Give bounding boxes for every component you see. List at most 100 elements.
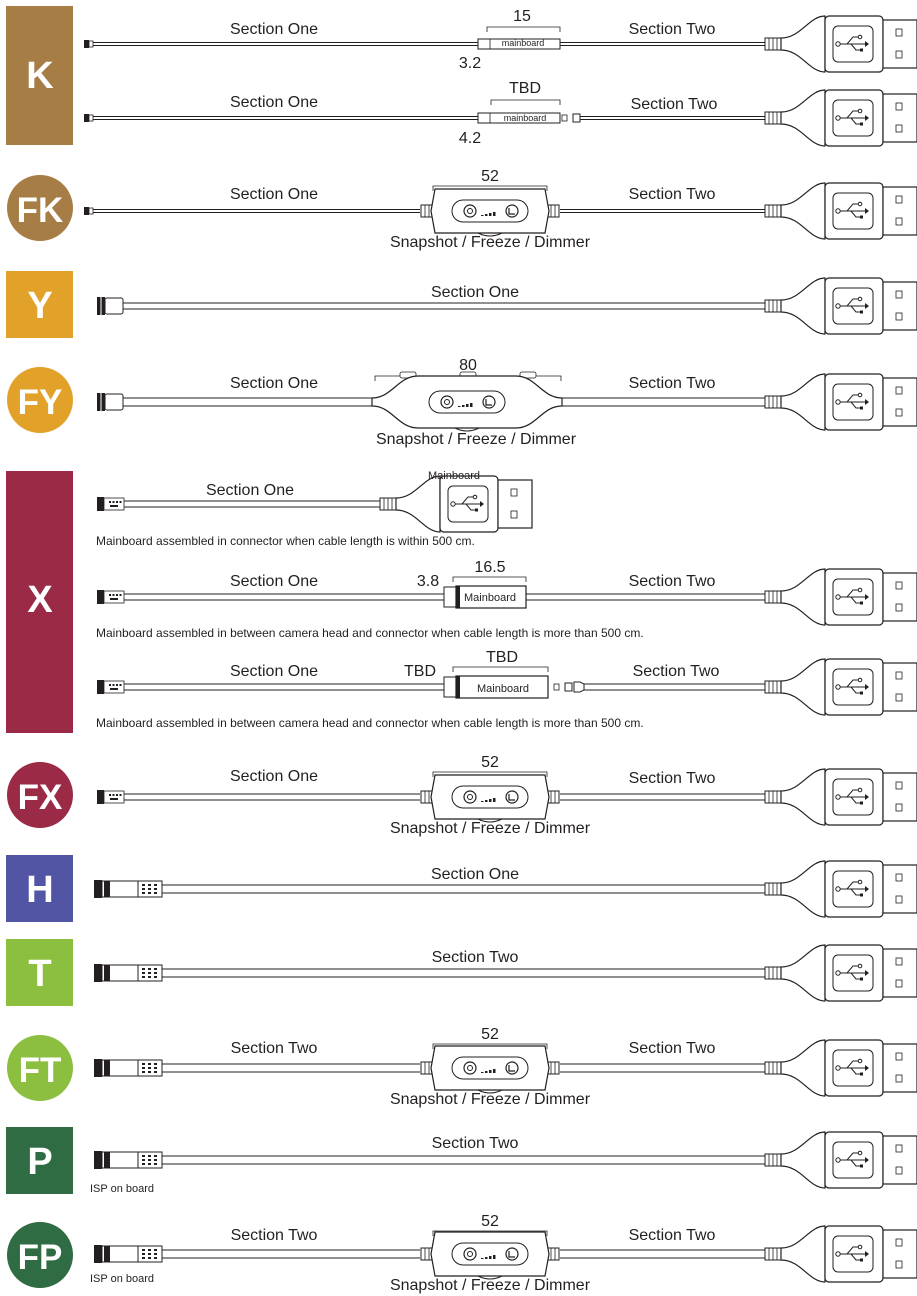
usb-icon-square [860, 1164, 863, 1168]
badge-fy: FY [7, 367, 73, 433]
freeze-button-icon [505, 1061, 519, 1075]
usb-icon-branch [846, 1060, 859, 1069]
fk-dimension-bracket [432, 185, 548, 191]
dimmer-level-icon [485, 1257, 488, 1259]
badge-t-label: T [28, 953, 51, 995]
camera-head-chip [148, 1163, 151, 1165]
fp-dimension-bracket [432, 1230, 548, 1236]
freeze-button-icon-mark [508, 794, 515, 801]
strain-relief [764, 966, 782, 980]
usb-connector [882, 93, 917, 143]
fx-section-two-label: Section Two [629, 770, 716, 787]
k2-tbd-label: TBD [509, 80, 541, 97]
usb-plug-y [764, 277, 917, 335]
snapshot-button-icon-inner [467, 794, 473, 800]
usb-icon-square [860, 215, 863, 219]
dimmer-level-icon [481, 215, 484, 216]
badge-fx: FX [7, 762, 73, 828]
usb-icon-arrow [865, 1157, 869, 1163]
camera-head-tip [84, 114, 89, 122]
usb-icon-square [860, 977, 863, 981]
usb-contact [895, 50, 903, 59]
usb-icon-dot [857, 108, 863, 114]
dimmer-level-icon [462, 405, 465, 407]
split-connector-male [553, 683, 560, 691]
camera-head-chip [154, 1159, 157, 1161]
camera-head-chip [154, 1067, 157, 1069]
usb-contact [895, 102, 903, 111]
fy-ridge [519, 371, 537, 379]
camera-head-chip [148, 1253, 151, 1255]
badge-p-label: P [27, 1141, 52, 1183]
usb-overmold [780, 1131, 826, 1189]
k2-mainboard-label: mainboard [504, 113, 547, 123]
usb-overmold [780, 89, 826, 147]
snapshot-button-icon [463, 1061, 477, 1075]
usb-icon-square [860, 406, 863, 410]
camera-head-lens [97, 790, 104, 804]
row-x2 [97, 576, 765, 609]
usb-contact [895, 1260, 903, 1269]
mainboard-tube [477, 38, 561, 50]
camera-head-chip [154, 884, 157, 886]
fx-dimension-bracket [432, 771, 548, 777]
x3-section-two-label: Section Two [633, 663, 720, 680]
usb-connector [882, 1229, 917, 1279]
camera-head-chip [110, 598, 118, 600]
usb-contact [895, 28, 903, 37]
strain-relief [764, 204, 782, 218]
strain-relief [764, 882, 782, 896]
p-isp-note: ISP on board [90, 1183, 154, 1195]
usb-contact [895, 957, 903, 966]
camera-head-lens [94, 1059, 102, 1077]
strain-relief [764, 590, 782, 604]
badge-fy-label: FY [18, 383, 63, 422]
row-p [94, 1151, 765, 1169]
snapshot-button-icon-inner [444, 399, 450, 405]
camera-head-lens [94, 1151, 102, 1169]
strain-relief [764, 680, 782, 694]
camera-head-board [103, 680, 125, 694]
control-box-tab [477, 1089, 503, 1094]
camera-head-lens [97, 680, 104, 694]
dimmer-level-icon [493, 798, 496, 802]
usb-icon-dot [857, 34, 863, 40]
strain-relief [764, 37, 782, 51]
fy-button-caption: Snapshot / Freeze / Dimmer [376, 431, 577, 448]
usb-contact [510, 510, 518, 519]
x2-section-one-label: Section One [230, 573, 318, 590]
usb-icon-dot [835, 1065, 841, 1071]
camera-head-chip [109, 684, 111, 686]
usb-overmold [780, 658, 826, 716]
usb-contact [510, 488, 518, 497]
mainboard-cap [443, 586, 457, 608]
camera-head-lens [94, 964, 102, 982]
dimmer-level-icon [493, 212, 496, 216]
camera-head-chip [154, 1071, 157, 1073]
usb-icon-branch [846, 789, 859, 798]
freeze-button-icon [505, 1247, 519, 1261]
badge-h-label: H [26, 869, 53, 911]
freeze-button-icon [482, 395, 496, 409]
k1-head-dimension: 3.2 [459, 55, 481, 72]
ft-section-two-right-label: Section Two [629, 1040, 716, 1057]
usb-icon-branch [846, 881, 859, 890]
usb-icon-branch [846, 394, 859, 403]
strain-relief [764, 1247, 782, 1261]
usb-icon-arrow [865, 208, 869, 214]
camera-head-chip [116, 794, 118, 796]
dimmer-level-icon [481, 1258, 484, 1259]
usb-icon-dot [835, 970, 841, 976]
camera-head-band [104, 1152, 110, 1168]
usb-connector [882, 662, 917, 712]
camera-head-chip [148, 1067, 151, 1069]
usb-plug-p [764, 1131, 917, 1189]
dimmer-level-icon [489, 213, 492, 216]
camera-head-chip [109, 594, 111, 596]
camera-head-board [103, 790, 125, 804]
usb-icon-arrow [865, 303, 869, 309]
camera-head-chip [119, 501, 122, 503]
camera-head-chip [116, 594, 118, 596]
usb-icon-dot [857, 1244, 863, 1250]
camera-head-ring [88, 40, 94, 48]
